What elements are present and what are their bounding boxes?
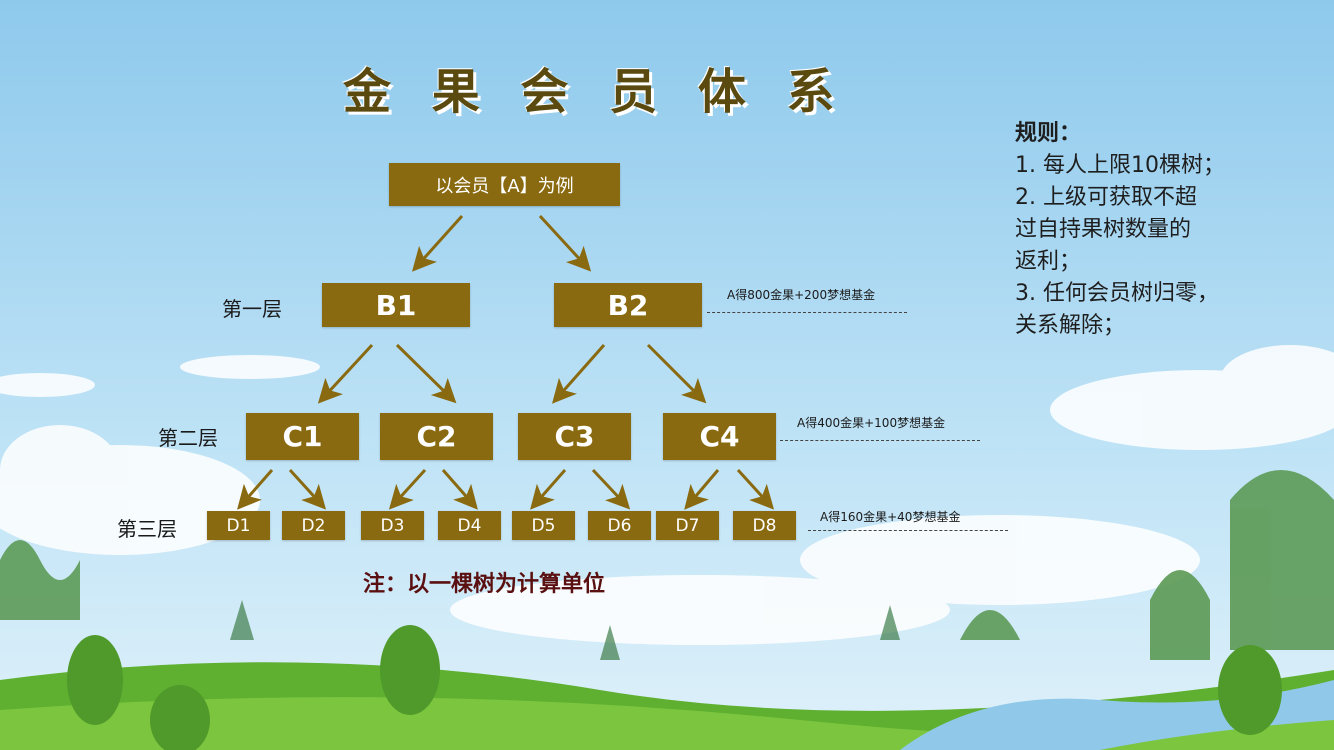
node-d4: D4 [438, 511, 501, 540]
node-d5: D5 [512, 511, 575, 540]
node-b2: B2 [554, 283, 702, 327]
rules-heading: 规则： [1015, 121, 1082, 146]
page-title: 金 果 会 员 体 系 [343, 64, 847, 120]
reward-layer-2: A得400金果+100梦想基金 [797, 416, 946, 430]
reward-divider-3 [808, 530, 1008, 531]
rules-panel: 规则： 1. 每人上限10棵树； 2. 上级可获取不超 过自持果树数量的 返利；… [1015, 118, 1315, 342]
reward-divider-1 [707, 312, 907, 313]
rule-line: 返利； [1015, 249, 1082, 274]
node-c1: C1 [246, 413, 359, 460]
node-d8: D8 [733, 511, 796, 540]
rule-line: 关系解除； [1015, 313, 1126, 338]
layer-label-3: 第三层 [117, 517, 177, 541]
node-d6: D6 [588, 511, 651, 540]
rule-line: 3. 任何会员树归零， [1015, 281, 1219, 306]
rule-line: 1. 每人上限10棵树； [1015, 153, 1225, 178]
reward-layer-3: A得160金果+40梦想基金 [820, 510, 961, 524]
node-c2: C2 [380, 413, 493, 460]
node-b1: B1 [322, 283, 470, 327]
node-d3: D3 [361, 511, 424, 540]
node-c3: C3 [518, 413, 631, 460]
node-d2: D2 [282, 511, 345, 540]
unit-note: 注：以一棵树为计算单位 [363, 572, 606, 597]
rule-line: 过自持果树数量的 [1015, 217, 1192, 242]
reward-divider-2 [780, 440, 980, 441]
node-c4: C4 [663, 413, 776, 460]
layer-label-1: 第一层 [222, 297, 282, 321]
root-node: 以会员【A】为例 [389, 163, 620, 206]
node-d1: D1 [207, 511, 270, 540]
layer-label-2: 第二层 [158, 426, 218, 450]
rule-line: 2. 上级可获取不超 [1015, 185, 1197, 210]
reward-layer-1: A得800金果+200梦想基金 [727, 288, 876, 302]
node-d7: D7 [656, 511, 719, 540]
